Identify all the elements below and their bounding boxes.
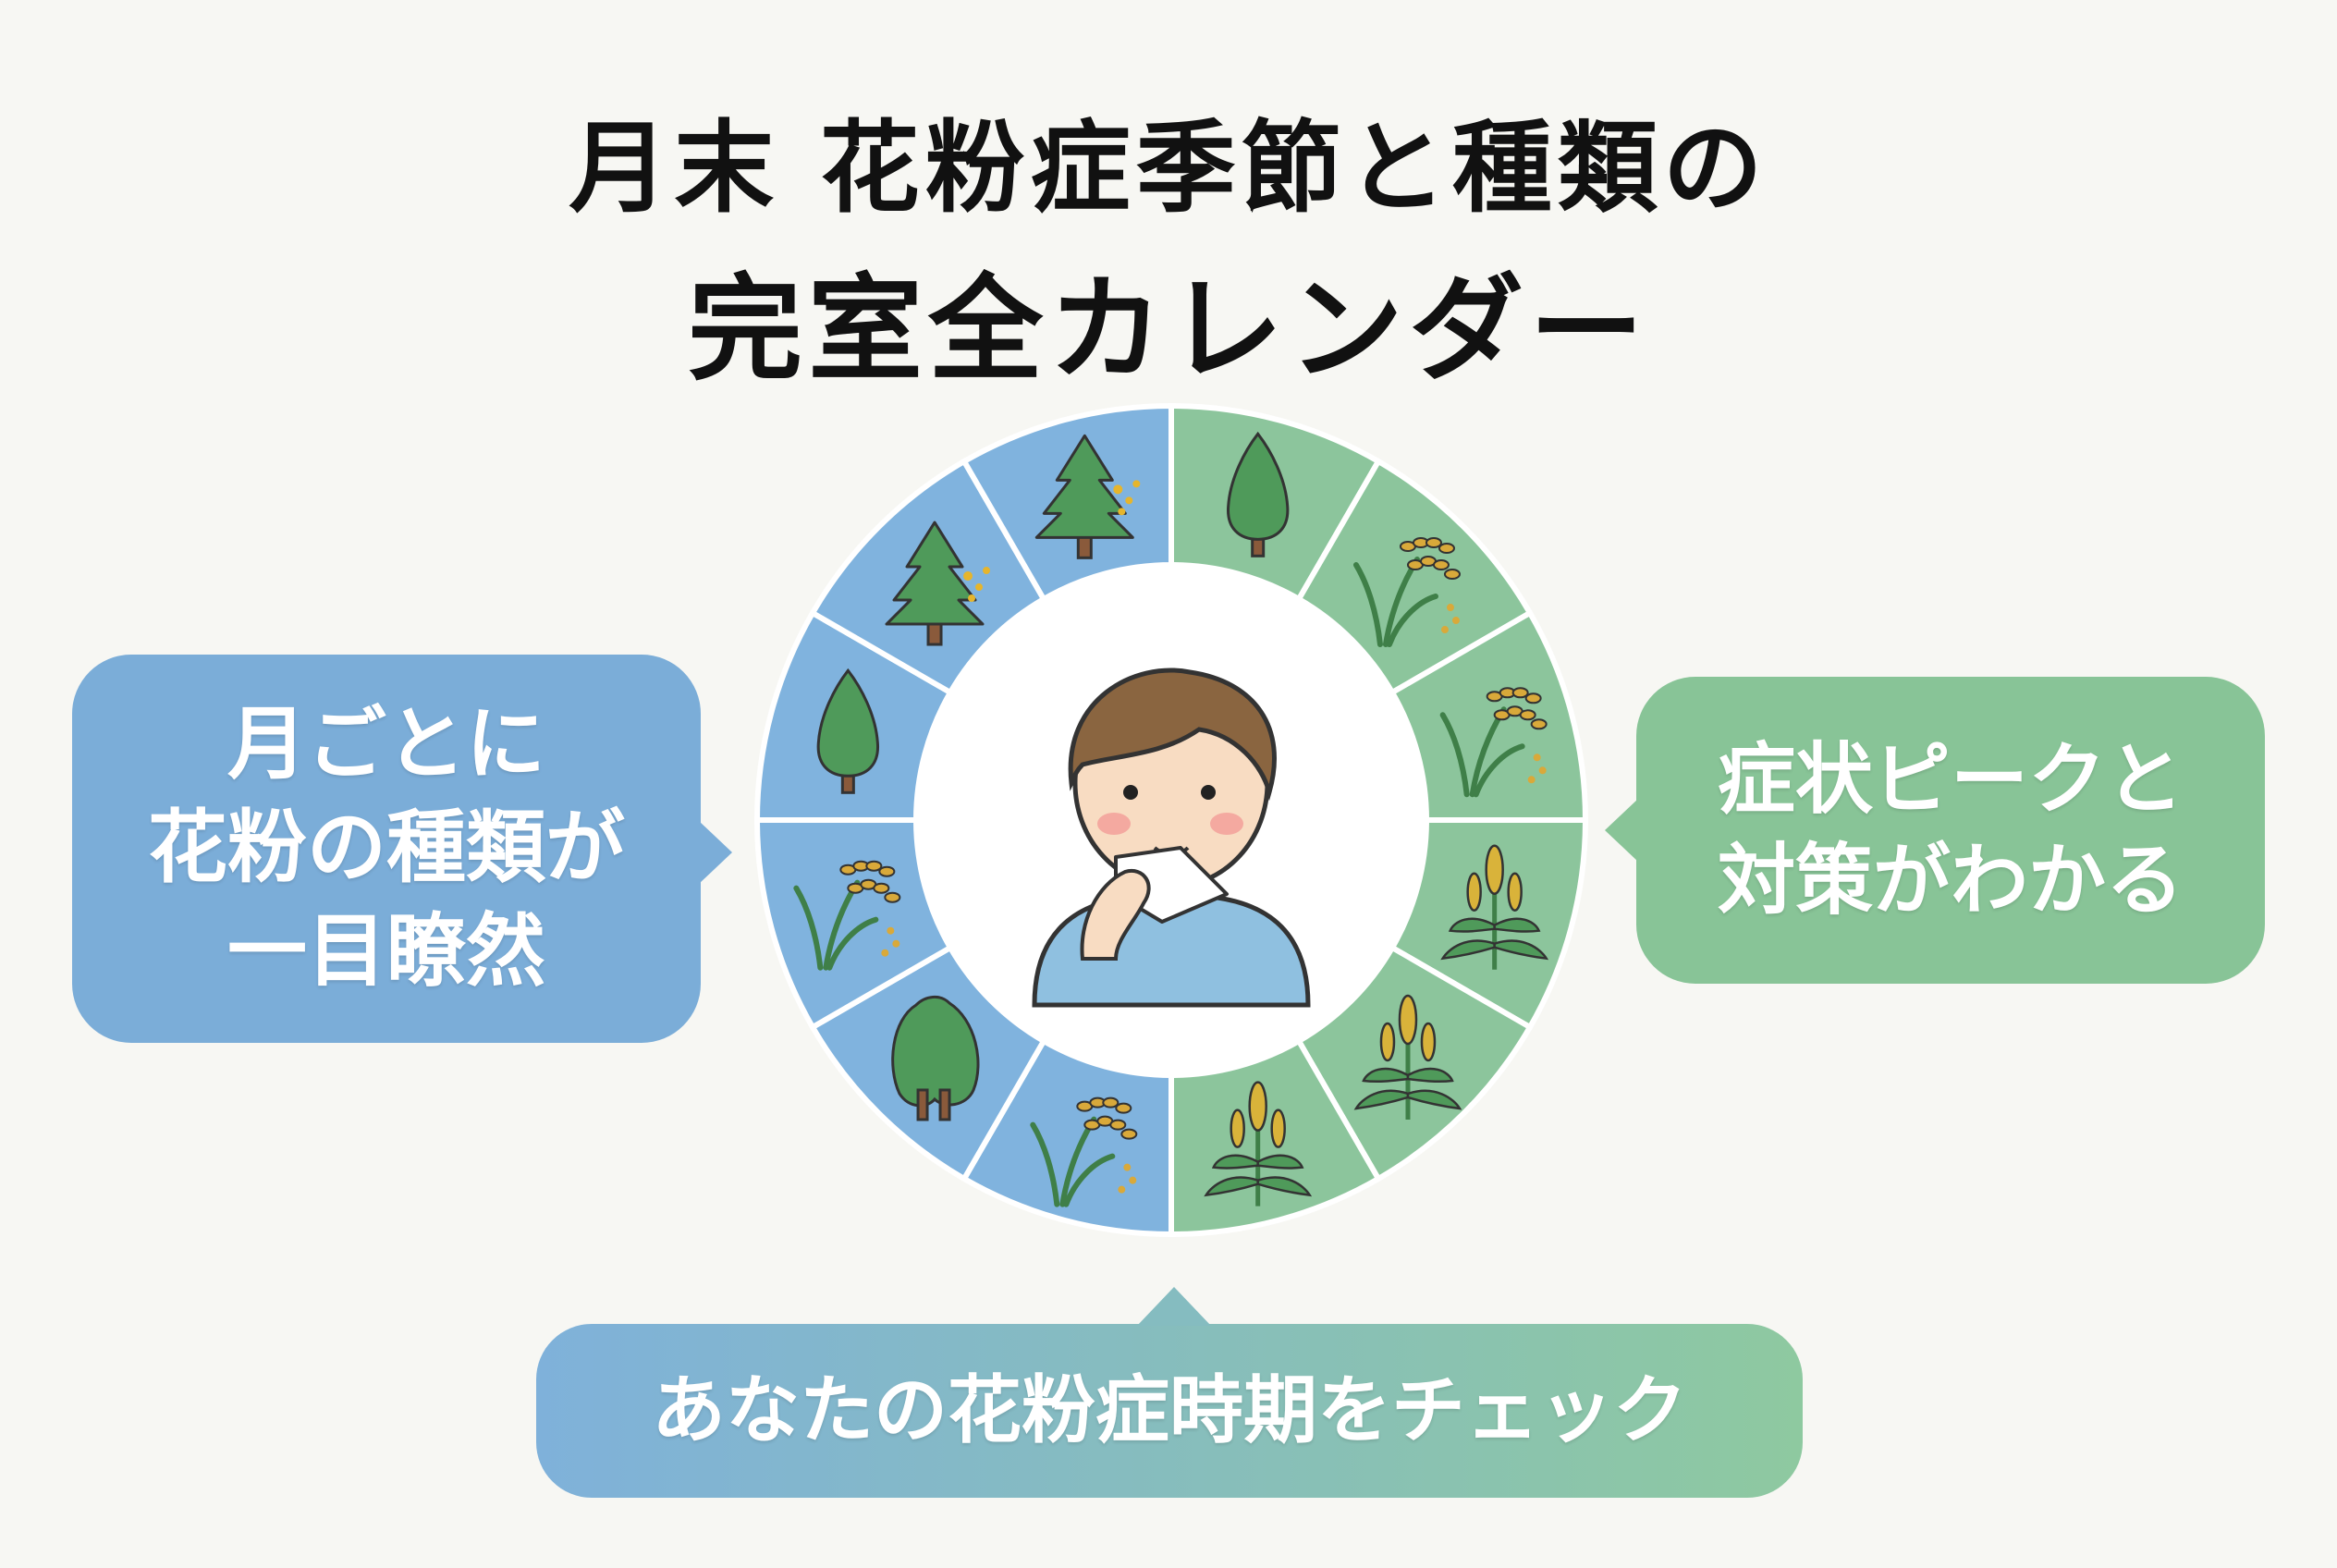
right-bubble-line-1: 症状ピークと [1717,733,2184,825]
right-bubble: 症状ピークと 対策がわかる [1605,677,2265,984]
title-line-1: 月末 花粉症季節と種類の [569,111,1768,227]
bottom-bubble: あなたの花粉症時期をチェック [536,1287,1803,1498]
title-line-2: 完室全カレンダー [687,263,1649,397]
person-with-tissue-icon [1032,668,1311,1008]
wheel-segments [753,402,1589,1238]
left-bubble-line-1: 月ごとに [227,698,545,791]
right-bubble-line-2: 対策がわかる [1717,835,2184,925]
left-bubble-line-2: 花粉の種類が [148,802,625,895]
left-bubble-line-3: 一目瞭然 [227,904,545,998]
bottom-bubble-label: あなたの花粉症時期をチェック [652,1367,1687,1453]
left-bubble: 月ごとに 花粉の種類が 一目瞭然 [72,655,732,1043]
